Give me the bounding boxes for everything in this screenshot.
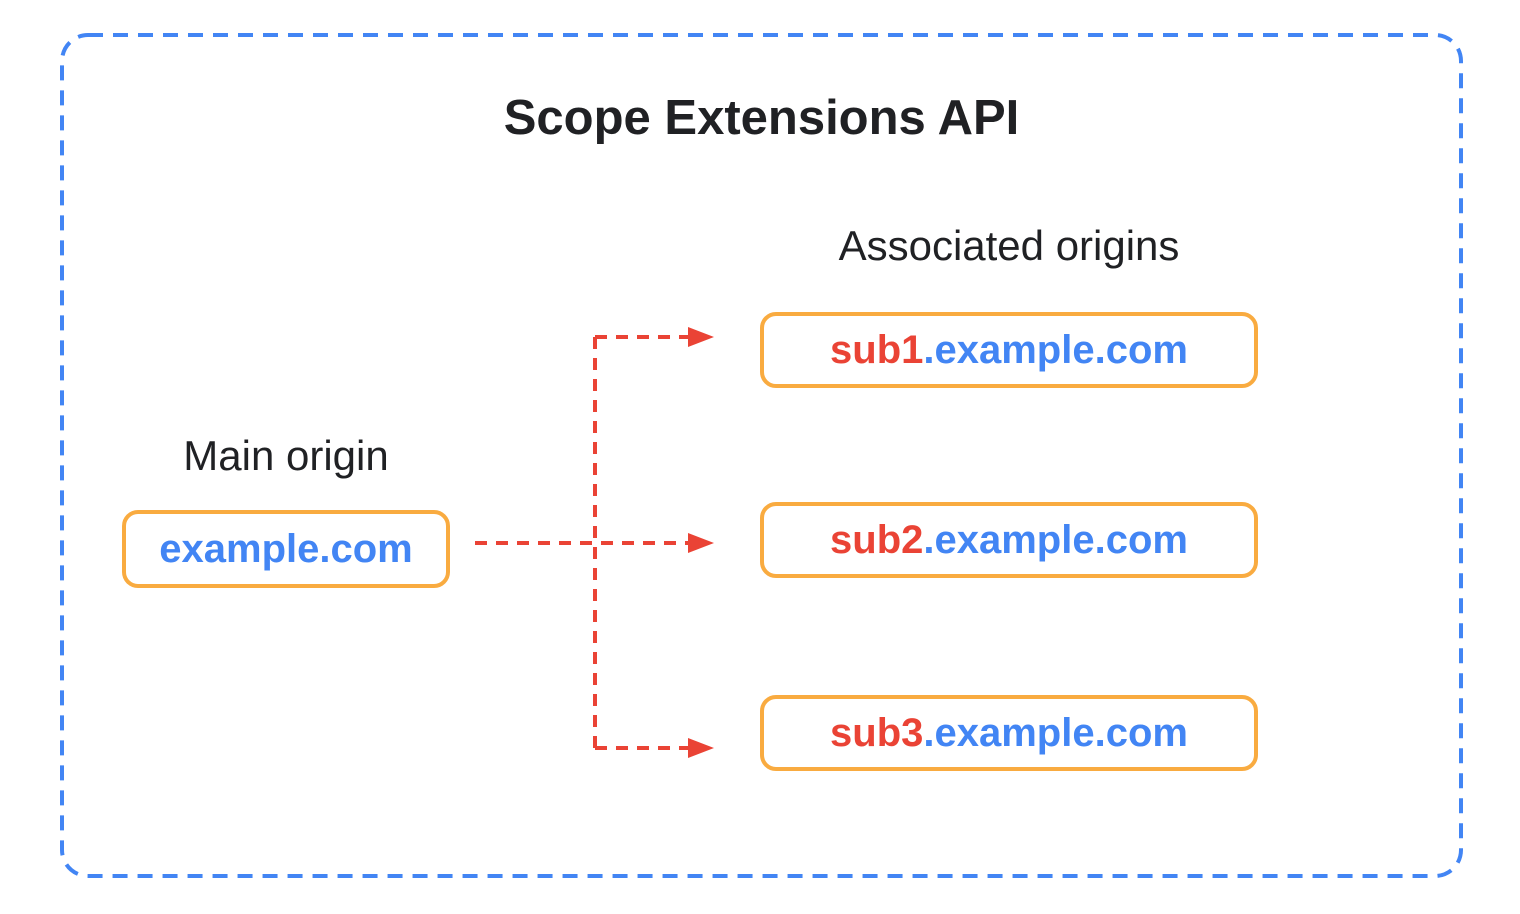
sub2-subdomain-text: sub2 bbox=[830, 517, 924, 562]
sub3-subdomain-text: sub3 bbox=[830, 710, 924, 755]
main-origin-label: Main origin bbox=[183, 432, 389, 479]
associated-origin-box-sub3: sub3.example.com bbox=[760, 695, 1258, 771]
arrowhead-icon-bottom bbox=[688, 738, 714, 758]
sub1-suffix-text: .example.com bbox=[923, 327, 1188, 372]
outer-dashed-border bbox=[60, 33, 1463, 878]
associated-origin-box-sub1: sub1.example.com bbox=[760, 312, 1258, 388]
associated-origin-box-sub2: sub2.example.com bbox=[760, 502, 1258, 578]
main-origin-box: example.com bbox=[122, 510, 450, 588]
diagram-title: Scope Extensions API bbox=[503, 91, 1020, 145]
arrowhead-icon-top bbox=[688, 327, 714, 347]
main-origin-domain: example.com bbox=[159, 526, 413, 571]
sub2-suffix-text: .example.com bbox=[923, 517, 1188, 562]
associated-origins-label: Associated origins bbox=[838, 222, 1180, 269]
arrowhead-icon-middle bbox=[688, 533, 714, 553]
sub3-suffix-text: .example.com bbox=[923, 710, 1188, 755]
sub1-subdomain-text: sub1 bbox=[830, 327, 924, 372]
